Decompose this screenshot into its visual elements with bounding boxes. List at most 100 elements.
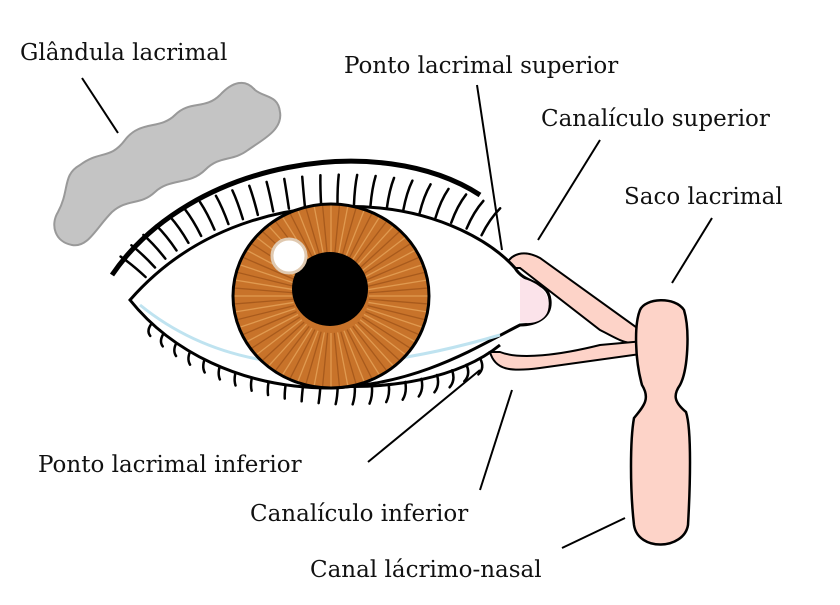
label-saco-lacrimal: Saco lacrimal bbox=[624, 184, 783, 210]
iris-ray bbox=[240, 311, 297, 337]
iris-ray bbox=[354, 223, 396, 269]
iris-ray bbox=[253, 319, 303, 357]
iris-ray bbox=[312, 332, 326, 388]
iris-ray bbox=[349, 214, 382, 265]
iris-ray bbox=[240, 255, 297, 281]
iris-ray bbox=[273, 325, 310, 374]
eyelash bbox=[418, 183, 432, 215]
iris-ray bbox=[233, 287, 294, 294]
eyelash bbox=[214, 194, 230, 226]
iris-ray bbox=[352, 218, 389, 267]
iris-ray bbox=[346, 210, 374, 263]
eyelash bbox=[248, 184, 260, 217]
iris-ray bbox=[357, 229, 403, 271]
leader-saco bbox=[671, 217, 713, 284]
eyelash bbox=[434, 187, 450, 219]
iris-ray bbox=[365, 311, 422, 337]
iris-ray bbox=[365, 255, 422, 281]
eyelash bbox=[265, 180, 275, 213]
eyelash bbox=[231, 189, 245, 221]
iris-ray bbox=[354, 323, 396, 369]
lacrimal-gland bbox=[53, 81, 282, 247]
iris-ray bbox=[368, 301, 429, 313]
eyelash bbox=[351, 385, 357, 406]
iris-ray bbox=[366, 263, 426, 284]
eyelash bbox=[283, 177, 291, 210]
iris-ray bbox=[236, 263, 296, 284]
iris-ray bbox=[333, 332, 341, 388]
iris-ray bbox=[321, 332, 329, 388]
leader-lines bbox=[81, 77, 713, 549]
iris-ray bbox=[343, 207, 366, 262]
iris-ray bbox=[312, 204, 326, 260]
leader-canal-nasal bbox=[561, 517, 626, 549]
iris-ray bbox=[361, 316, 414, 351]
iris-ray bbox=[233, 301, 294, 313]
eyelash bbox=[465, 199, 485, 230]
leader-ponto-superior bbox=[476, 84, 503, 251]
iris-ray bbox=[259, 321, 305, 363]
iris-ray bbox=[349, 327, 382, 378]
iris-ray bbox=[361, 241, 414, 276]
iris-ray bbox=[357, 321, 403, 363]
iris-ray bbox=[304, 205, 322, 261]
iris-ray bbox=[333, 204, 341, 260]
iris-ray bbox=[368, 298, 429, 305]
iris-ray bbox=[288, 329, 316, 382]
label-ponto-lacrimal-superior: Ponto lacrimal superior bbox=[344, 53, 618, 79]
label-ponto-lacrimal-inferior: Ponto lacrimal inferior bbox=[38, 452, 302, 478]
iris-ray bbox=[340, 205, 358, 261]
eyelash bbox=[142, 233, 167, 260]
eyelash bbox=[385, 176, 396, 209]
iris-ray bbox=[248, 316, 301, 351]
iris-ray bbox=[296, 207, 319, 262]
leader-canaliculo-superior bbox=[537, 139, 601, 241]
iris-ray bbox=[280, 327, 313, 378]
iris-ray bbox=[296, 330, 319, 385]
iris-ray bbox=[367, 304, 428, 321]
eyelash bbox=[336, 173, 340, 206]
iris-ray bbox=[366, 308, 426, 329]
leader-ponto-inferior bbox=[367, 369, 481, 463]
eyelash bbox=[401, 380, 408, 401]
iris-ray bbox=[233, 279, 294, 291]
eyelash bbox=[119, 255, 147, 279]
eye-highlight bbox=[270, 237, 308, 275]
eyelid-crease bbox=[109, 158, 482, 277]
eyelash bbox=[352, 173, 359, 207]
caruncle bbox=[520, 278, 549, 324]
iris-ray bbox=[244, 313, 299, 344]
iris-ray bbox=[352, 325, 389, 374]
iris-ray bbox=[336, 332, 350, 388]
eyelash bbox=[183, 207, 203, 238]
eyelash bbox=[198, 200, 216, 231]
iris-ray bbox=[368, 279, 429, 291]
iris-ray bbox=[336, 204, 350, 260]
iris-ray bbox=[343, 330, 366, 385]
leader-canaliculo-inferior bbox=[479, 389, 513, 491]
iris-ray bbox=[288, 210, 316, 263]
leader-glandula bbox=[81, 77, 119, 134]
label-canaliculo-inferior: Canalículo inferior bbox=[250, 501, 468, 527]
eyelash bbox=[402, 179, 414, 212]
label-glandula-lacrimal: Glândula lacrimal bbox=[20, 40, 227, 66]
iris-ray bbox=[363, 248, 418, 279]
pupil bbox=[292, 252, 368, 326]
iris-ray bbox=[367, 271, 428, 288]
eyelash bbox=[369, 174, 377, 208]
eyelash bbox=[300, 175, 307, 208]
eyelash bbox=[168, 215, 190, 245]
iris-ray bbox=[233, 298, 294, 305]
eyelash bbox=[130, 244, 157, 269]
canaliculus-inferior bbox=[488, 338, 656, 371]
eyelash bbox=[480, 207, 502, 237]
iris-ray bbox=[359, 319, 409, 357]
upper-eyelashes bbox=[119, 173, 502, 279]
iris-ray bbox=[346, 329, 374, 382]
iris-ray bbox=[359, 235, 409, 273]
eyelash bbox=[319, 174, 323, 207]
iris-ray bbox=[321, 204, 329, 260]
iris-ray bbox=[234, 304, 295, 321]
